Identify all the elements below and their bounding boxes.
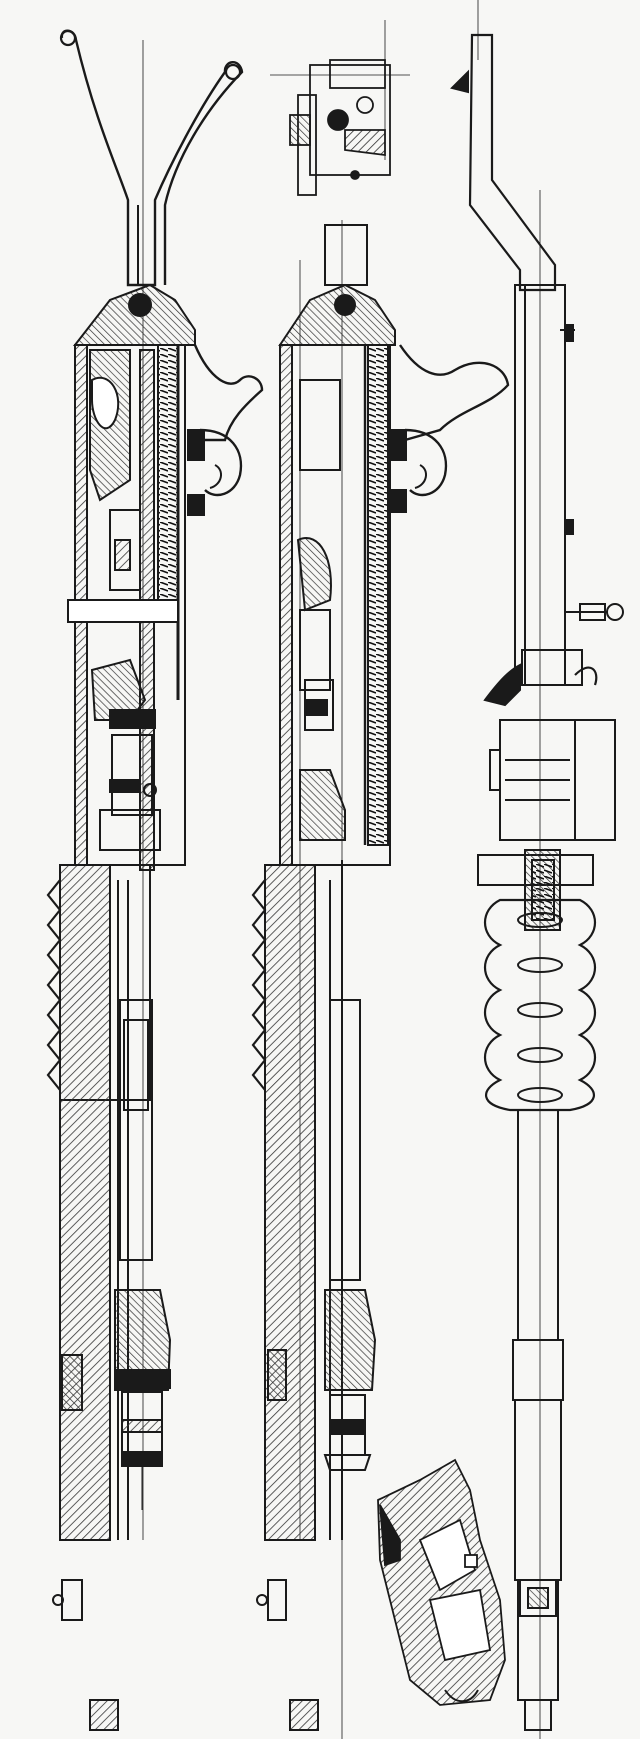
left-sectional-view (46, 29, 264, 1731)
center-sectional-view (251, 220, 510, 1739)
right-rear-sight (606, 603, 624, 621)
left-shoulder-rest (60, 29, 244, 287)
left-recoil-spring (157, 344, 179, 606)
left-trigger-grip (193, 344, 264, 442)
center-stock-tube (324, 224, 368, 286)
center-cooling-fins (251, 879, 267, 1091)
right-stock-tube (468, 33, 557, 292)
left-cooling-fins (46, 879, 62, 1091)
center-trigger-grip (399, 344, 510, 442)
right-barrel (517, 1109, 559, 1341)
bottom-detail-feed-mech (377, 1458, 506, 1706)
center-bolt-head (324, 1289, 377, 1391)
right-cooling-jacket (484, 898, 596, 1112)
top-detail-trigger-mech (270, 20, 410, 196)
center-recoil-spring (367, 344, 389, 846)
right-exterior-view (450, 0, 624, 1739)
